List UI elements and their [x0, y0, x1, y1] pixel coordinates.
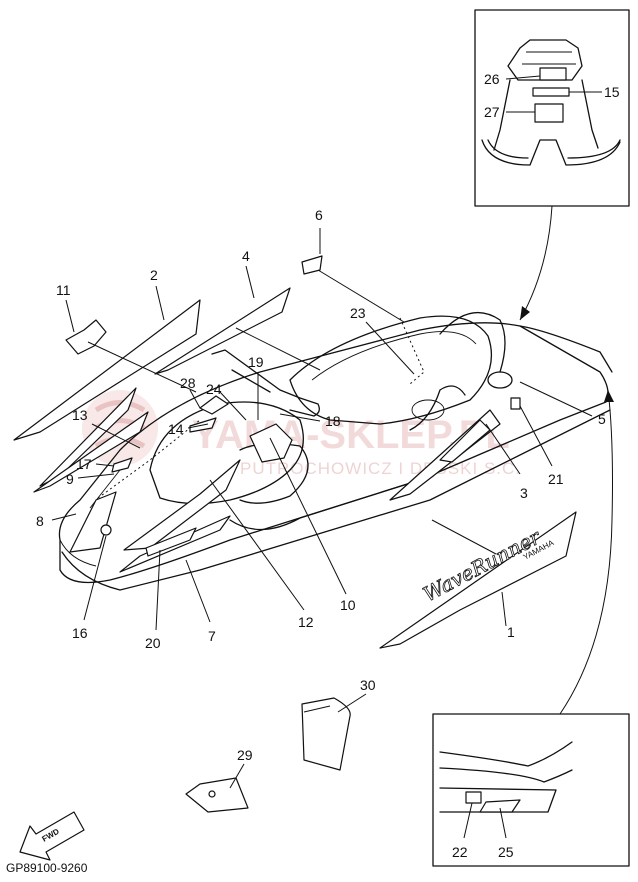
inset-arrow-top — [519, 205, 553, 321]
callout-21: 21 — [548, 471, 564, 487]
part-code: GP89100-9260 — [6, 861, 88, 875]
callout-3: 3 — [520, 485, 528, 501]
callout-26: 26 — [484, 71, 500, 87]
fwd-arrow-icon: FWD — [19, 811, 85, 861]
rear-inset — [474, 9, 630, 207]
callout-25: 25 — [498, 844, 514, 860]
callout-5: 5 — [598, 411, 606, 427]
callout-13: 13 — [72, 407, 88, 423]
callout-20: 20 — [145, 635, 161, 651]
callout-7: 7 — [208, 628, 216, 644]
callout-15: 15 — [604, 84, 620, 100]
callout-12: 12 — [298, 614, 314, 630]
leader-lines — [51, 228, 593, 789]
callout-29: 29 — [237, 747, 253, 763]
side-inset — [432, 713, 630, 867]
callout-27: 27 — [484, 104, 500, 120]
callout-14: 14 — [168, 421, 184, 437]
callout-8: 8 — [36, 513, 44, 529]
callout-2: 2 — [150, 267, 158, 283]
callout-17: 17 — [76, 456, 92, 472]
callout-28: 28 — [180, 375, 196, 391]
inset-arrow-side — [559, 389, 613, 715]
callout-16: 16 — [72, 625, 88, 641]
callout-22: 22 — [452, 844, 468, 860]
callout-18: 18 — [325, 413, 341, 429]
watermark-sub: PUTROCHOWICZ I DĘBSKI S.C. — [240, 459, 521, 478]
callout-1: 1 — [507, 624, 515, 640]
callout-4: 4 — [242, 248, 250, 264]
callout-9: 9 — [66, 471, 74, 487]
callout-labels: 1 2 3 4 5 6 7 8 9 10 11 12 13 14 15 16 1… — [36, 71, 620, 860]
callout-24: 24 — [206, 381, 222, 397]
callout-30: 30 — [360, 677, 376, 693]
callout-10: 10 — [340, 597, 356, 613]
callout-23: 23 — [350, 305, 366, 321]
decals: WaveRunner YAMAHA — [13, 255, 577, 813]
callout-11: 11 — [56, 282, 71, 298]
callout-19: 19 — [248, 354, 264, 370]
callout-6: 6 — [315, 207, 323, 223]
